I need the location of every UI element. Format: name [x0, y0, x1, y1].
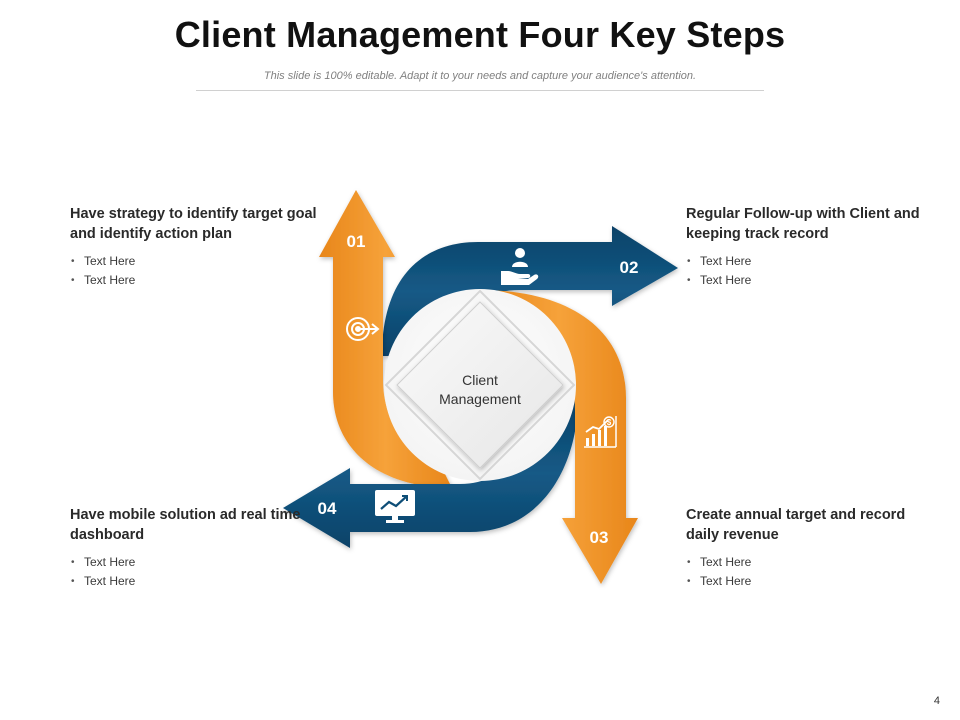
center-label-line1: Client: [462, 372, 498, 388]
step-block-03: Create annual target and record daily re…: [686, 506, 936, 591]
step-heading-03: Create annual target and record daily re…: [686, 507, 906, 543]
arrow-01: [319, 190, 452, 488]
target-icon: [346, 317, 380, 341]
bullet-item: Text Here: [70, 553, 320, 572]
bullet-list-01: Text Here Text Here: [70, 252, 320, 290]
bullet-item: Text Here: [686, 271, 936, 290]
step-number-02: 02: [620, 258, 639, 277]
growth-chart-dollar-icon: $: [584, 416, 617, 448]
step-number-03: 03: [590, 528, 609, 547]
step-heading-01: Have strategy to identify target goal an…: [70, 206, 317, 242]
step-block-02: Regular Follow-up with Client and keepin…: [686, 205, 936, 290]
arrow-02: [382, 226, 678, 356]
bullet-item: Text Here: [70, 572, 320, 591]
center-diamond-outer: [384, 289, 576, 481]
monitor-chart-icon: [375, 490, 415, 523]
step-block-04: Have mobile solution ad real time dashbo…: [70, 506, 320, 591]
arrow-04: [283, 398, 578, 548]
slide-title: Client Management Four Key Steps: [174, 14, 786, 55]
step-number-01: 01: [347, 232, 366, 251]
hand-user-icon: [501, 248, 539, 285]
bullet-item: Text Here: [686, 252, 936, 271]
arrow-03: [480, 290, 638, 584]
page-number: 4: [933, 695, 940, 707]
bullet-list-04: Text Here Text Here: [70, 553, 320, 591]
svg-text:$: $: [607, 418, 612, 427]
slide-subtitle: This slide is 100% editable. Adapt it to…: [196, 70, 764, 91]
step-number-04: 04: [318, 499, 337, 518]
center-diamond: [396, 301, 564, 469]
bullet-item: Text Here: [686, 553, 936, 572]
bullet-item: Text Here: [686, 572, 936, 591]
bullet-item: Text Here: [70, 252, 320, 271]
bullet-list-02: Text Here Text Here: [686, 252, 936, 290]
step-heading-02: Regular Follow-up with Client and keepin…: [686, 206, 920, 242]
bullet-list-03: Text Here Text Here: [686, 553, 936, 591]
step-heading-04: Have mobile solution ad real time dashbo…: [70, 507, 301, 543]
center-label-line2: Management: [439, 391, 521, 407]
bullet-item: Text Here: [70, 271, 320, 290]
step-block-01: Have strategy to identify target goal an…: [70, 205, 320, 290]
